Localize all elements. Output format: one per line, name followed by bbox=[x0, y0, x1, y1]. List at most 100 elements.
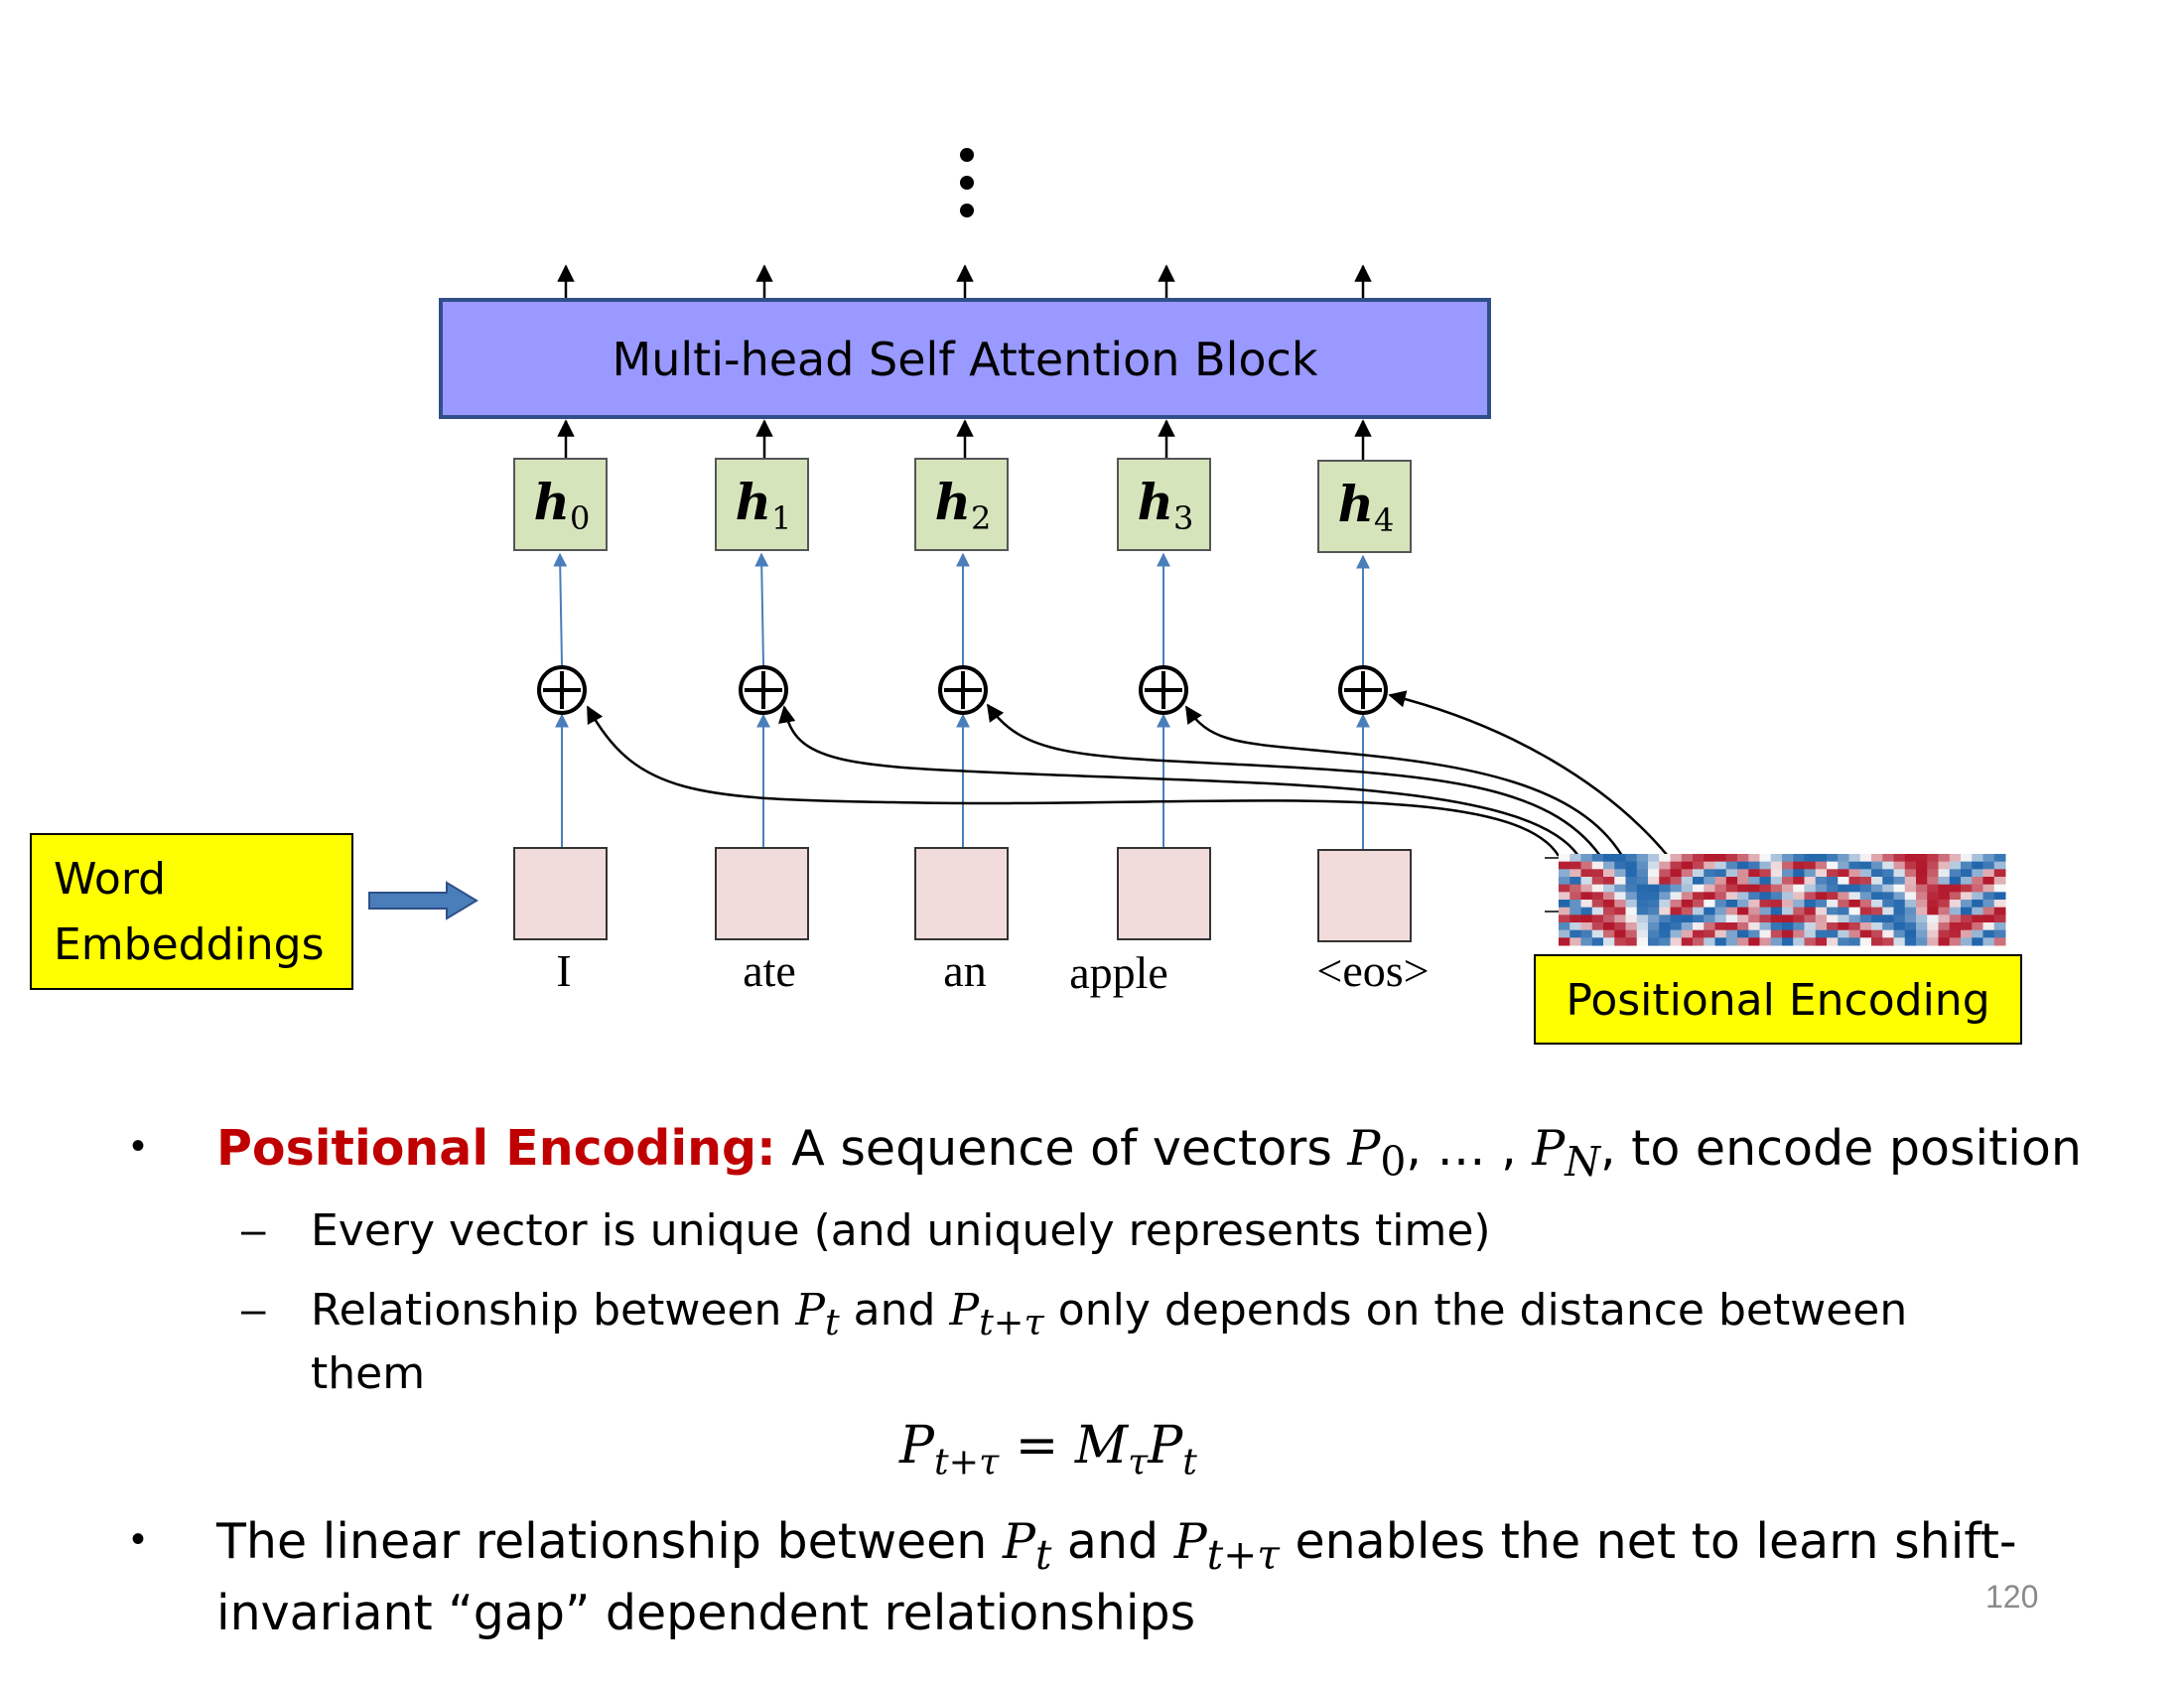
heatmap-cell bbox=[1859, 854, 1872, 863]
heatmap-cell bbox=[1591, 929, 1604, 938]
heatmap-cell bbox=[1580, 937, 1593, 946]
heatmap-cell bbox=[1871, 892, 1883, 901]
heatmap-cell bbox=[1603, 877, 1615, 886]
plus-icon bbox=[1338, 665, 1388, 715]
heatmap-cell bbox=[1625, 914, 1638, 923]
heatmap-cell bbox=[1659, 892, 1671, 901]
heatmap-cell bbox=[1659, 884, 1671, 893]
svg-text:h2: h2 bbox=[935, 473, 992, 537]
heatmap-cell bbox=[1748, 884, 1760, 893]
positional-encoding-label: Positional Encoding bbox=[1566, 975, 1989, 1026]
heatmap-cell bbox=[1591, 900, 1604, 909]
heatmap-cell bbox=[1580, 892, 1593, 901]
heatmap-cell bbox=[1648, 922, 1660, 931]
heatmap-cell bbox=[1748, 900, 1760, 909]
heatmap-cell bbox=[1570, 861, 1581, 870]
heatmap-cell bbox=[1782, 907, 1794, 915]
heatmap-cell bbox=[1580, 907, 1593, 915]
heatmap-cell bbox=[1570, 922, 1581, 931]
heatmap-cell bbox=[1938, 854, 1951, 863]
heatmap-cell bbox=[1893, 854, 1906, 863]
heatmap-cell bbox=[1982, 929, 1995, 938]
heatmap-cell bbox=[1693, 914, 1705, 923]
heatmap-cell bbox=[1693, 869, 1705, 878]
heatmap-cell bbox=[1916, 861, 1928, 870]
heatmap-cell bbox=[1704, 892, 1715, 901]
heatmap-cell bbox=[1804, 884, 1817, 893]
heatmap-cell bbox=[1949, 892, 1962, 901]
heatmap-cell bbox=[1681, 914, 1694, 923]
heatmap-cell bbox=[1636, 892, 1649, 901]
heatmap-cell bbox=[1859, 929, 1872, 938]
heatmap-cell bbox=[1815, 854, 1828, 863]
heatmap-cell bbox=[1982, 907, 1995, 915]
heatmap-cell bbox=[1982, 914, 1995, 923]
heatmap-cell bbox=[1871, 922, 1883, 931]
heatmap-cell bbox=[1770, 929, 1783, 938]
heatmap-cell bbox=[1838, 861, 1849, 870]
right-arrow-icon bbox=[368, 881, 478, 920]
heatmap-cell bbox=[1737, 900, 1749, 909]
heatmap-cell bbox=[1670, 854, 1683, 863]
positional-encoding-heatmap bbox=[1559, 854, 2006, 946]
heatmap-cell bbox=[1972, 914, 1983, 923]
heatmap-cell bbox=[1993, 937, 2006, 946]
heatmap-cell bbox=[1725, 929, 1738, 938]
heatmap-cell bbox=[1882, 907, 1894, 915]
heatmap-cell bbox=[1580, 922, 1593, 931]
heatmap-cell bbox=[1570, 914, 1581, 923]
heatmap-cell bbox=[1848, 914, 1861, 923]
heatmap-cell bbox=[1714, 877, 1727, 886]
heatmap-cell bbox=[1838, 929, 1849, 938]
heatmap-cell bbox=[1770, 877, 1783, 886]
heatmap-cell bbox=[1591, 937, 1604, 946]
heatmap-cell bbox=[1804, 914, 1817, 923]
heatmap-cell bbox=[1927, 907, 1939, 915]
plus-icon bbox=[938, 665, 988, 715]
heatmap-cell bbox=[1916, 869, 1928, 878]
heatmap-cell bbox=[1681, 869, 1694, 878]
heatmap-cell bbox=[1972, 854, 1983, 863]
hidden-label-1: h bbox=[736, 473, 771, 531]
heatmap-cell bbox=[1993, 861, 2006, 870]
heatmap-cell bbox=[1927, 861, 1939, 870]
heatmap-cell bbox=[1882, 869, 1894, 878]
heatmap-cell bbox=[1949, 922, 1962, 931]
heatmap-cell bbox=[1982, 854, 1995, 863]
heatmap-cell bbox=[1580, 929, 1593, 938]
heatmap-cell bbox=[1972, 937, 1983, 946]
heatmap-cell bbox=[1893, 877, 1906, 886]
heatmap-cell bbox=[1714, 907, 1727, 915]
heatmap-cell bbox=[1782, 900, 1794, 909]
heatmap-cell bbox=[1737, 892, 1749, 901]
word-embeddings-label-line1: Word bbox=[54, 854, 166, 905]
heatmap-cell bbox=[1648, 900, 1660, 909]
heatmap-cell bbox=[1737, 922, 1749, 931]
heatmap-cell bbox=[1759, 854, 1772, 863]
heatmap-cell bbox=[1714, 892, 1727, 901]
hidden-box-0 bbox=[513, 458, 608, 551]
heatmap-cell bbox=[1759, 869, 1772, 878]
heatmap-cell bbox=[1827, 854, 1839, 863]
heatmap-cell bbox=[1916, 900, 1928, 909]
heatmap-cell bbox=[1904, 854, 1917, 863]
heatmap-cell bbox=[1827, 929, 1839, 938]
heatmap-cell bbox=[1704, 907, 1715, 915]
heatmap-cell bbox=[1993, 914, 2006, 923]
heatmap-cell bbox=[1961, 929, 1973, 938]
heatmap-cell bbox=[1681, 907, 1694, 915]
heatmap-cell bbox=[1748, 861, 1760, 870]
heatmap-cell bbox=[1659, 937, 1671, 946]
heatmap-cell bbox=[1693, 892, 1705, 901]
heatmap-cell bbox=[1859, 900, 1872, 909]
heatmap-cell bbox=[1859, 907, 1872, 915]
heatmap-cell bbox=[1848, 861, 1861, 870]
heatmap-cell bbox=[1704, 854, 1715, 863]
embedding-to-plus-arrows bbox=[555, 713, 1370, 850]
heatmap-cell bbox=[1591, 892, 1604, 901]
heatmap-cell bbox=[1591, 922, 1604, 931]
heatmap-cell bbox=[1949, 884, 1962, 893]
heatmap-cell bbox=[1559, 929, 1570, 938]
heatmap-cell bbox=[1770, 922, 1783, 931]
heatmap-cell bbox=[1693, 884, 1705, 893]
